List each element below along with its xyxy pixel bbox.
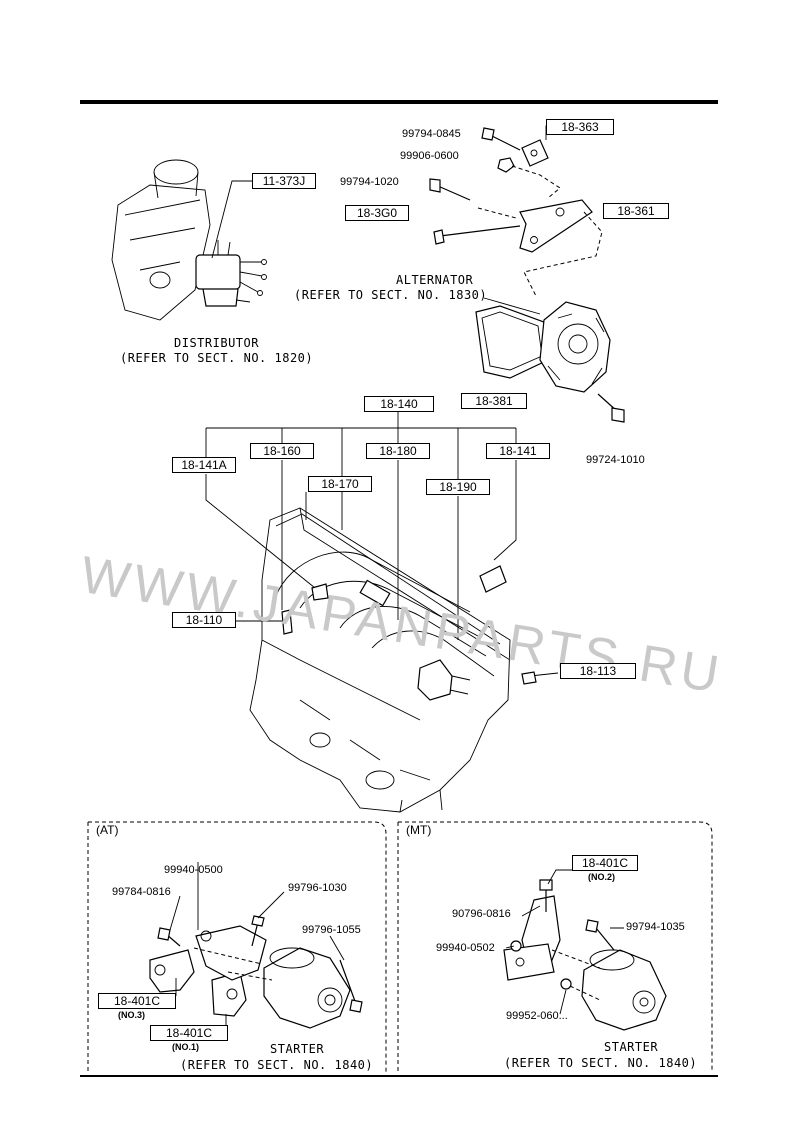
sub-label-no2: (NO.2) — [588, 872, 615, 882]
part-box-18-141a[interactable]: 18-141A — [172, 457, 236, 473]
part-no-99724-1010[interactable]: 99724-1010 — [586, 454, 645, 466]
part-box-18-190[interactable]: 18-190 — [426, 479, 490, 495]
at-bolts — [157, 915, 363, 1013]
part-no-99794-0845[interactable]: 99794-0845 — [402, 128, 461, 140]
spark-plug-wires-drawing — [275, 551, 495, 677]
part-box-18-381[interactable]: 18-381 — [461, 393, 527, 409]
wire-clip-18-141 — [479, 565, 507, 593]
at-starter-drawing — [263, 947, 351, 1029]
distributor-reference: (REFER TO SECT. NO. 1820) — [120, 351, 314, 365]
part-no-99940-0502[interactable]: 99940-0502 — [436, 942, 495, 954]
bolt-99724-1010 — [597, 393, 625, 423]
part-no-99796-1030[interactable]: 99796-1030 — [288, 882, 347, 894]
distributor-drawing — [195, 240, 267, 307]
bolt-99794-1020 — [429, 178, 471, 201]
part-box-18-180[interactable]: 18-180 — [366, 443, 430, 459]
sub-label-no3: (NO.3) — [118, 1010, 145, 1020]
part-box-18-401c-no1[interactable]: 18-401C — [150, 1025, 228, 1041]
nut-99906-0600 — [497, 157, 515, 173]
mt-panel-title: (MT) — [406, 823, 432, 837]
at-starter-caption: STARTER — [270, 1042, 325, 1056]
part-no-90796-0816[interactable]: 90796-0816 — [452, 908, 511, 920]
mt-bolts — [510, 879, 615, 990]
part-no-99952-060[interactable]: 99952-060... — [506, 1010, 568, 1022]
plug-18-110 — [281, 609, 293, 635]
part-box-18-170[interactable]: 18-170 — [308, 476, 372, 492]
leader-11-373j — [211, 180, 252, 259]
part-box-18-363[interactable]: 18-363 — [546, 119, 614, 135]
part-no-99794-1035[interactable]: 99794-1035 — [626, 921, 685, 933]
part-box-18-361[interactable]: 18-361 — [603, 203, 669, 219]
part-no-99784-0816[interactable]: 99784-0816 — [112, 886, 171, 898]
part-box-18-110[interactable]: 18-110 — [172, 612, 236, 628]
bracket-18-361-drawing — [519, 199, 593, 253]
at-bracket-upper — [195, 925, 267, 981]
part-no-99796-1055[interactable]: 99796-1055 — [302, 924, 361, 936]
mt-starter-caption: STARTER — [604, 1040, 659, 1054]
distributor-engine-drawing — [111, 159, 211, 321]
alternator-caption: ALTERNATOR — [396, 273, 474, 287]
at-panel-title: (AT) — [96, 823, 119, 837]
part-box-18-3g0[interactable]: 18-3G0 — [345, 205, 409, 221]
bolt-18-113 — [521, 671, 537, 685]
part-no-99794-1020[interactable]: 99794-1020 — [340, 176, 399, 188]
mt-starter-reference: (REFER TO SECT. NO. 1840) — [504, 1056, 698, 1070]
wire-clip-18-141a — [311, 583, 329, 601]
at-starter-reference: (REFER TO SECT. NO. 1840) — [180, 1058, 374, 1072]
part-box-18-401c-no2[interactable]: 18-401C — [572, 855, 638, 871]
mt-panel-border — [397, 821, 713, 1072]
part-box-18-160[interactable]: 18-160 — [250, 443, 314, 459]
bolt-99794-0845 — [481, 127, 521, 151]
part-no-99906-0600[interactable]: 99906-0600 — [400, 150, 459, 162]
part-box-18-140[interactable]: 18-140 — [364, 396, 434, 412]
part-box-11-373j[interactable]: 11-373J — [252, 173, 316, 189]
part-box-18-113[interactable]: 18-113 — [560, 663, 636, 679]
ignition-leader-tree — [205, 412, 559, 677]
alternator-drawing — [475, 301, 611, 393]
ignition-coil-drawing — [417, 659, 471, 701]
alternator-reference: (REFER TO SECT. NO. 1830) — [294, 288, 488, 302]
mt-bracket-no2 — [503, 895, 561, 981]
sub-label-no1: (NO.1) — [172, 1042, 199, 1052]
at-panel-border — [87, 821, 387, 1072]
part-box-18-141[interactable]: 18-141 — [486, 443, 550, 459]
part-no-99940-0500[interactable]: 99940-0500 — [164, 864, 223, 876]
bolt-18-3g0 — [433, 225, 521, 245]
mt-starter-drawing — [581, 949, 667, 1031]
at-bracket-no3 — [149, 949, 195, 993]
bracket-18-363-drawing — [521, 139, 549, 167]
distributor-caption: DISTRIBUTOR — [174, 336, 259, 350]
part-box-18-401c-no3[interactable]: 18-401C — [98, 993, 176, 1009]
